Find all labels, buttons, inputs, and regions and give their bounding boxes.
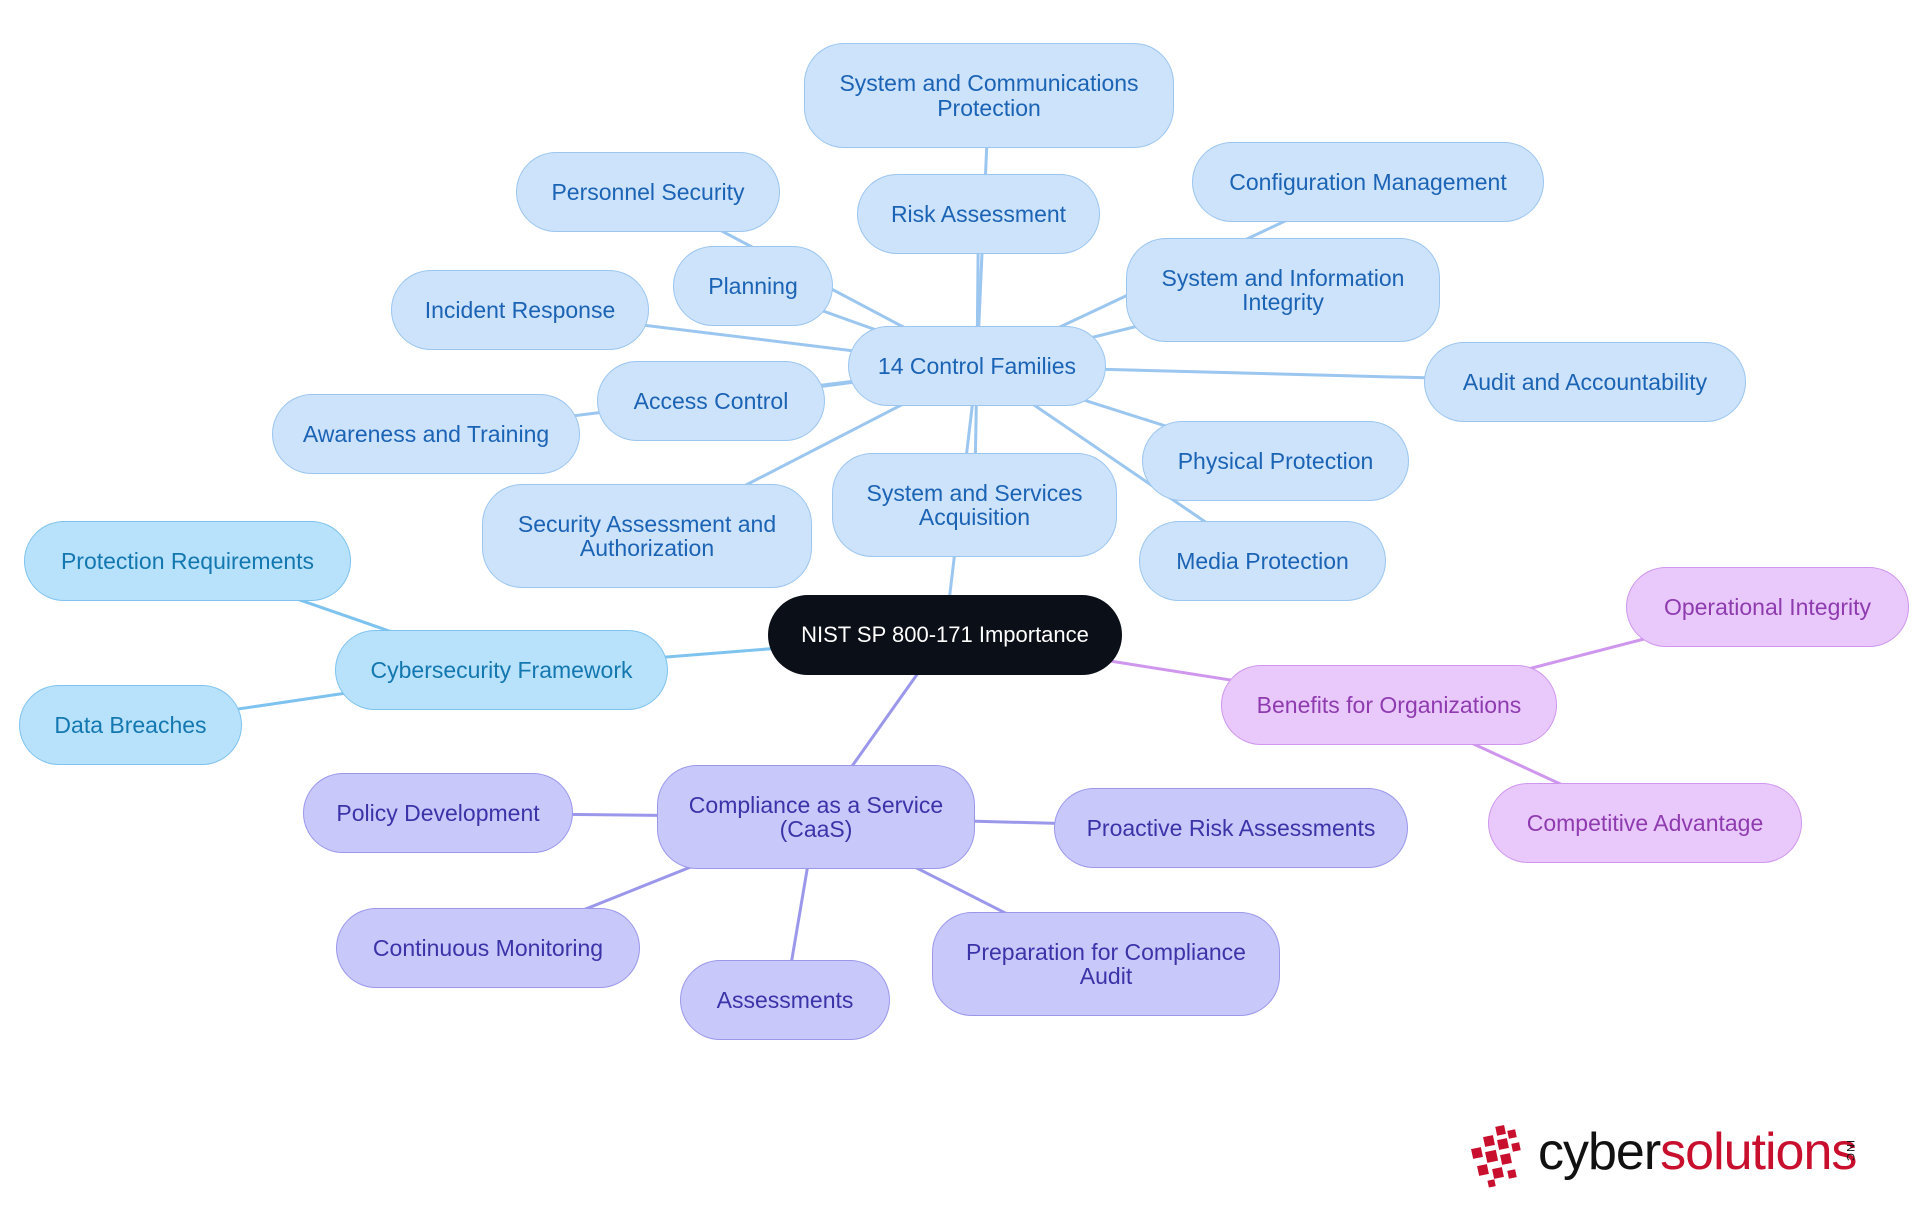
leaf-node-system-information-integrity: System and Information Integrity xyxy=(1126,238,1440,342)
logo-suffix: INC xyxy=(1844,1140,1856,1162)
leaf-node-awareness-training: Awareness and Training xyxy=(272,394,580,474)
branch-node-control-families: 14 Control Families xyxy=(848,326,1106,406)
leaf-node-incident-response: Incident Response xyxy=(391,270,649,350)
leaf-node-policy-development: Policy Development xyxy=(303,773,573,853)
leaf-node-system-services-acquisition: System and Services Acquisition xyxy=(832,453,1117,557)
leaf-node-personnel-security: Personnel Security xyxy=(516,152,780,232)
leaf-node-risk-assessment: Risk Assessment xyxy=(857,174,1100,254)
leaf-node-protection-requirements: Protection Requirements xyxy=(24,521,351,601)
leaf-node-competitive-advantage: Competitive Advantage xyxy=(1488,783,1802,863)
branch-node-benefits-for-organizations: Benefits for Organizations xyxy=(1221,665,1557,745)
logo-mark-icon xyxy=(1471,1125,1521,1188)
branch-node-cybersecurity-framework: Cybersecurity Framework xyxy=(335,630,668,710)
branch-node-compliance-as-a-service: Compliance as a Service (CaaS) xyxy=(657,765,975,869)
leaf-node-assessments: Assessments xyxy=(680,960,890,1040)
company-logo: cybersolutions INC xyxy=(1466,1124,1876,1194)
leaf-node-system-communications-protection: System and Communications Protection xyxy=(804,43,1174,148)
root-node: NIST SP 800-171 Importance xyxy=(768,595,1122,675)
logo-wordmark: cybersolutions xyxy=(1538,1123,1857,1181)
leaf-node-proactive-risk-assessments: Proactive Risk Assessments xyxy=(1054,788,1408,868)
leaf-node-operational-integrity: Operational Integrity xyxy=(1626,567,1909,647)
leaf-node-physical-protection: Physical Protection xyxy=(1142,421,1409,501)
leaf-node-continuous-monitoring: Continuous Monitoring xyxy=(336,908,640,988)
leaf-node-security-assessment-authorization: Security Assessment and Authorization xyxy=(482,484,812,588)
leaf-node-media-protection: Media Protection xyxy=(1139,521,1386,601)
leaf-node-data-breaches: Data Breaches xyxy=(19,685,242,765)
leaf-node-access-control: Access Control xyxy=(597,361,825,441)
leaf-node-preparation-compliance-audit: Preparation for Compliance Audit xyxy=(932,912,1280,1016)
leaf-node-configuration-management: Configuration Management xyxy=(1192,142,1544,222)
leaf-node-planning: Planning xyxy=(673,246,833,326)
leaf-node-audit-accountability: Audit and Accountability xyxy=(1424,342,1746,422)
